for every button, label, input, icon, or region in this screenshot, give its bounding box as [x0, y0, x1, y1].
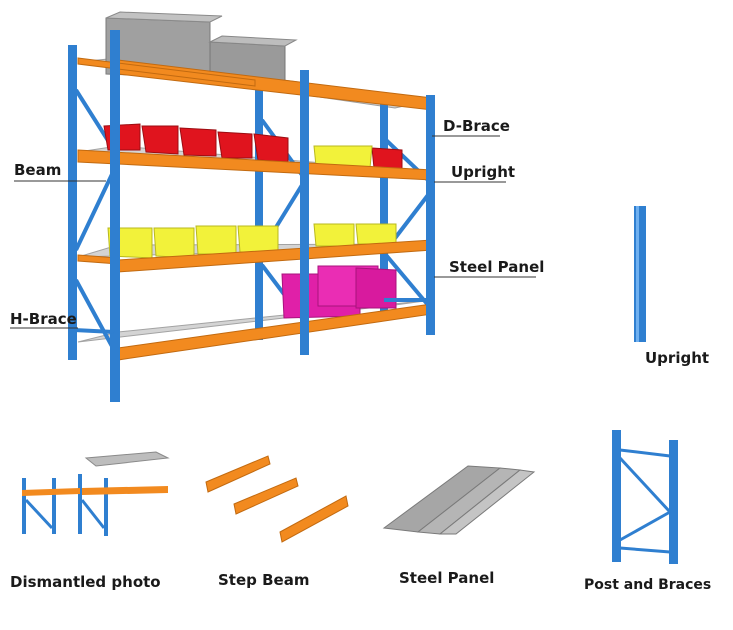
single-upright-illustration [634, 206, 646, 342]
post-brace-diag-2 [619, 510, 671, 542]
magenta-boxes [281, 265, 397, 319]
d-brace-left-3 [74, 279, 116, 351]
rack-assembly [68, 11, 435, 402]
post-brace-top [619, 448, 671, 458]
upright-front-mid [300, 70, 309, 355]
post-left [612, 430, 621, 562]
yellow-bin-5 [237, 225, 279, 253]
h-brace-left [73, 328, 115, 334]
upright-front-right [426, 95, 435, 335]
d-brace-right-3 [384, 253, 430, 307]
dismantled-brace-2 [80, 499, 106, 529]
beams [77, 57, 433, 361]
upright-front-left [110, 30, 120, 402]
red-bin-5 [253, 133, 289, 163]
upright-back-left [68, 45, 77, 360]
step-beam-illustration [205, 455, 349, 543]
dismantled-brace-1 [24, 498, 54, 530]
front-uprights [110, 30, 435, 402]
dismantled-illustration [22, 451, 170, 536]
dismantled-upright-3 [78, 474, 82, 534]
single-upright-post [634, 206, 646, 342]
post-and-braces-illustration [612, 430, 678, 564]
yellow-bin-3 [153, 227, 195, 259]
step-beam-2 [233, 477, 299, 515]
dismantled-panel [84, 451, 170, 467]
label-d-brace: D-Brace [443, 117, 510, 135]
red-bin-4 [217, 131, 253, 159]
dismantled-beam-1 [22, 488, 80, 496]
label-steel-panel: Steel Panel [449, 258, 545, 276]
dismantled-upright-1 [22, 478, 26, 534]
label-upright: Upright [451, 163, 516, 181]
caption-steel-panel: Steel Panel [399, 569, 495, 587]
post-brace-diag-1 [618, 456, 672, 514]
d-brace-left-2 [74, 169, 116, 251]
dismantled-beam-2 [82, 486, 168, 495]
steel-panel-illustration [382, 465, 536, 535]
caption-dismantled-photo: Dismantled photo [10, 573, 161, 591]
caption-upright: Upright [645, 349, 710, 367]
post-brace-bottom [619, 546, 671, 554]
step-beam-1 [205, 455, 271, 493]
upright-back-right [380, 100, 388, 320]
dismantled-upright-2 [52, 478, 56, 534]
back-uprights [68, 45, 388, 360]
crate-2-top [208, 35, 298, 47]
h-braces [73, 298, 430, 334]
red-bin-1 [103, 123, 141, 151]
post-right [669, 440, 678, 564]
caption-post-and-braces: Post and Braces [584, 577, 712, 593]
label-beam: Beam [14, 161, 62, 179]
yellow-bin-6 [313, 223, 355, 247]
upright-back-mid [255, 80, 263, 340]
label-h-brace: H-Brace [10, 310, 77, 328]
single-upright-highlight [636, 206, 639, 342]
yellow-bin-7 [355, 223, 397, 245]
dismantled-upright-4 [104, 478, 108, 536]
red-bin-2 [141, 125, 179, 155]
beam-back-top [77, 57, 256, 87]
caption-step-beam: Step Beam [218, 571, 310, 589]
callout-leaders [10, 135, 536, 329]
red-bin-3 [179, 127, 217, 157]
steel-panel-sheet-3 [438, 469, 536, 535]
step-beam-3 [279, 495, 349, 543]
yellow-bin-4 [195, 225, 237, 255]
crate-1-top [105, 11, 223, 23]
